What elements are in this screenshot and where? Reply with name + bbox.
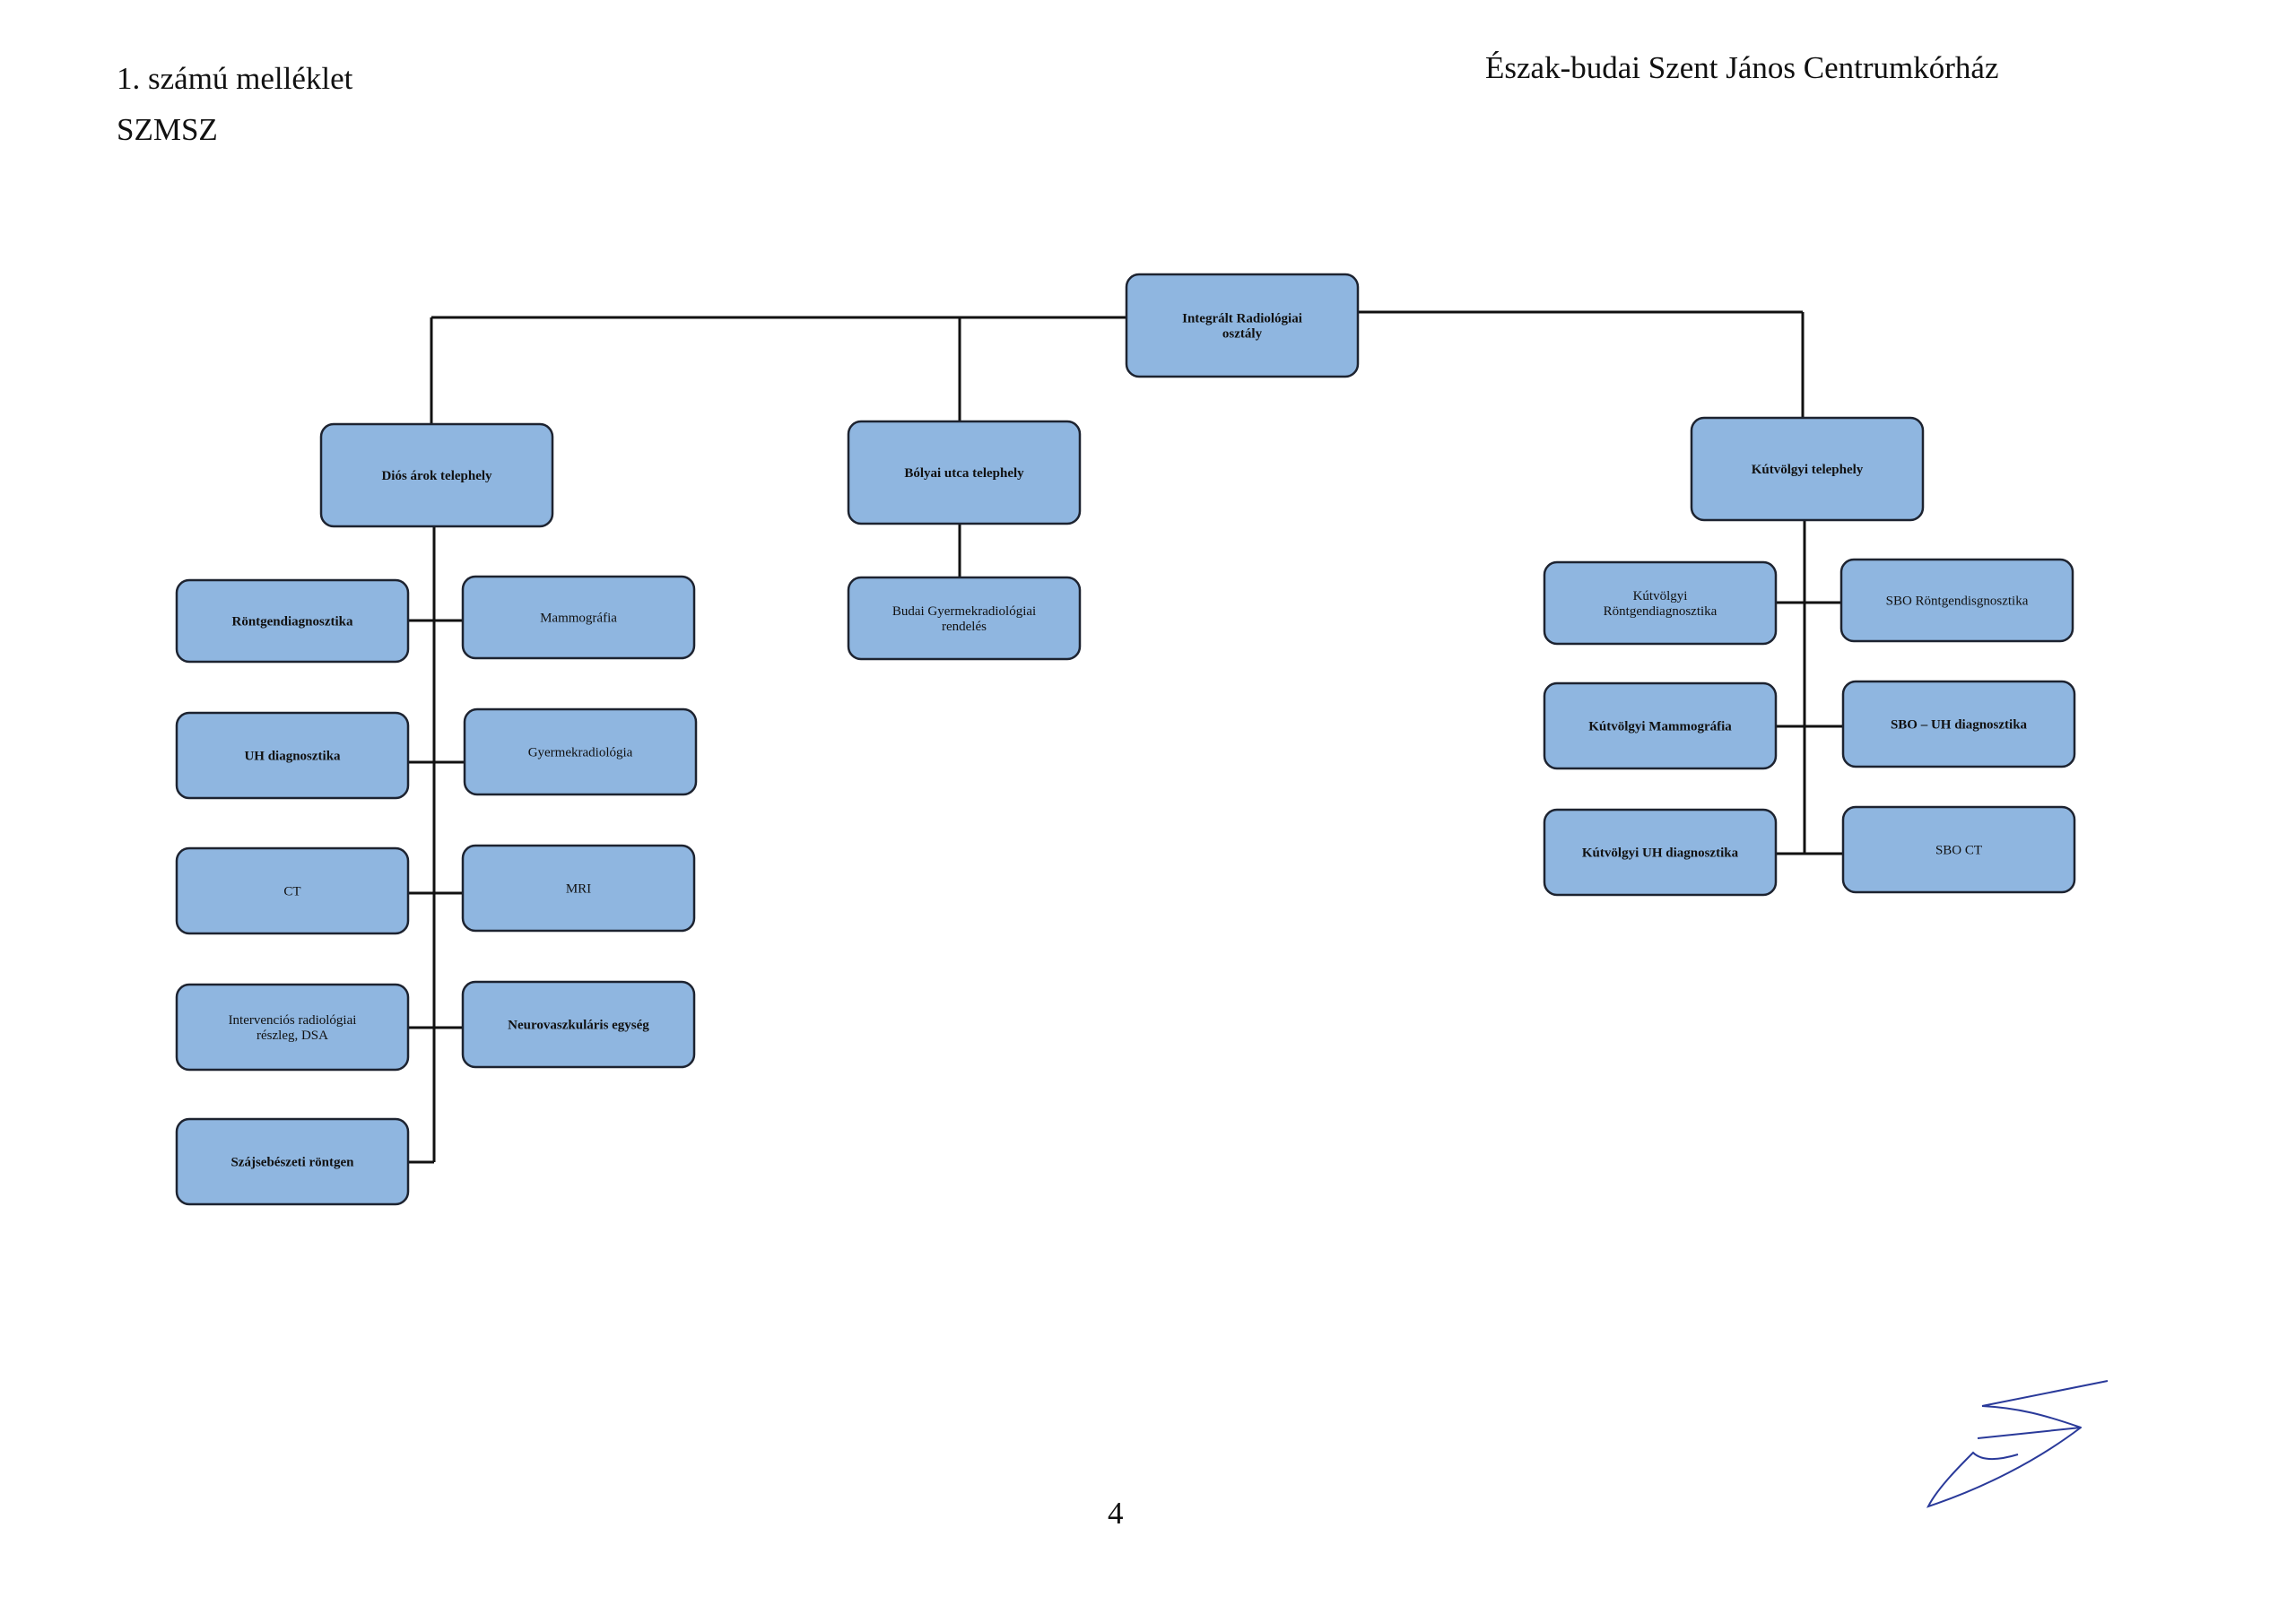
org-box-label: Integrált Radiológiai bbox=[1182, 312, 1302, 326]
org-box-label: Röntgendiagnosztika bbox=[1604, 604, 1718, 619]
org-box-label: Budai Gyermekradiológiai bbox=[892, 604, 1036, 619]
org-box-label: Mammográfia bbox=[540, 612, 617, 626]
org-box-dios: Diós árok telephely bbox=[319, 422, 554, 528]
org-box-dios-u3: UH diagnosztika bbox=[175, 711, 410, 800]
org-box-label: részleg, DSA bbox=[257, 1028, 328, 1043]
signature-scribble bbox=[1926, 1380, 2109, 1508]
org-box-rect bbox=[1543, 681, 1778, 770]
org-box-kut-u3: Kútvölgyi Mammográfia bbox=[1543, 681, 1778, 770]
org-box-rect bbox=[319, 422, 554, 528]
org-box-rect bbox=[175, 983, 410, 1072]
org-box-dios-u5: CT bbox=[175, 846, 410, 935]
org-box-dios-u2: Mammográfia bbox=[461, 575, 696, 660]
org-box-rect bbox=[461, 844, 696, 933]
org-box-dios-u6: MRI bbox=[461, 844, 696, 933]
org-box-dios-u1: Röntgendiagnosztika bbox=[175, 578, 410, 664]
org-box-label: Bólyai utca telephely bbox=[904, 466, 1024, 481]
org-box-label: SBO CT bbox=[1935, 844, 1982, 858]
org-box-rect bbox=[463, 707, 698, 796]
org-box-kutvolgyi: Kútvölgyi telephely bbox=[1690, 416, 1925, 522]
org-box-label: CT bbox=[283, 885, 300, 899]
org-box-rect bbox=[1543, 560, 1778, 646]
org-box-rect bbox=[461, 575, 696, 660]
org-box-label: Neurovaszkuláris egység bbox=[508, 1019, 649, 1033]
organization-name: Észak-budai Szent János Centrumkórház bbox=[1485, 50, 1999, 85]
org-box-rect bbox=[175, 1117, 410, 1206]
document-code: SZMSZ bbox=[117, 112, 218, 147]
org-box-rect bbox=[461, 980, 696, 1069]
org-box-dios-u8: Neurovaszkuláris egység bbox=[461, 980, 696, 1069]
org-box-label: Szájsebészeti röntgen bbox=[230, 1156, 354, 1170]
org-box-rect bbox=[1841, 805, 2076, 894]
org-box-label: SBO – UH diagnosztika bbox=[1891, 718, 2028, 733]
org-box-rect bbox=[175, 846, 410, 935]
org-box-label: UH diagnosztika bbox=[244, 750, 341, 764]
org-box-label: Intervenciós radiológiai bbox=[229, 1013, 357, 1028]
org-box-kut-u2: SBO Röntgendisgnosztika bbox=[1839, 558, 2074, 643]
annex-label: 1. számú melléklet bbox=[117, 61, 353, 96]
org-box-rect bbox=[1543, 808, 1778, 897]
org-box-dios-u4: Gyermekradiológia bbox=[463, 707, 698, 796]
org-box-label: osztály bbox=[1222, 327, 1263, 342]
org-box-label: Kútvölgyi Mammográfia bbox=[1588, 720, 1732, 734]
org-box-kut-u5: Kútvölgyi UH diagnosztika bbox=[1543, 808, 1778, 897]
org-box-rect bbox=[1690, 416, 1925, 522]
org-box-label: SBO Röntgendisgnosztika bbox=[1886, 595, 2029, 609]
org-chart-connectors bbox=[408, 310, 1843, 1164]
org-box-label: Kútvölgyi bbox=[1633, 589, 1688, 603]
page-number: 4 bbox=[1108, 1496, 1124, 1531]
org-box-label: Kútvölgyi UH diagnosztika bbox=[1582, 846, 1739, 861]
org-box-rect bbox=[175, 578, 410, 664]
org-box-rect bbox=[847, 420, 1082, 525]
org-box-kut-u6: SBO CT bbox=[1841, 805, 2076, 894]
org-box-label: Kútvölgyi telephely bbox=[1752, 463, 1864, 477]
org-box-label: Gyermekradiológia bbox=[528, 746, 633, 760]
org-box-dios-u9: Szájsebészeti röntgen bbox=[175, 1117, 410, 1206]
org-box-rect bbox=[847, 576, 1082, 661]
org-box-label: MRI bbox=[566, 882, 591, 897]
org-box-rect bbox=[1125, 273, 1360, 378]
org-box-label: Diós árok telephely bbox=[381, 469, 492, 483]
org-box-rect bbox=[175, 711, 410, 800]
org-box-kut-u4: SBO – UH diagnosztika bbox=[1841, 680, 2076, 768]
org-box-label: rendelés bbox=[942, 620, 987, 634]
org-box-rect bbox=[1839, 558, 2074, 643]
org-box-rect bbox=[1841, 680, 2076, 768]
org-box-bolyai: Bólyai utca telephely bbox=[847, 420, 1082, 525]
org-box-label: Röntgendiagnosztika bbox=[231, 615, 353, 629]
